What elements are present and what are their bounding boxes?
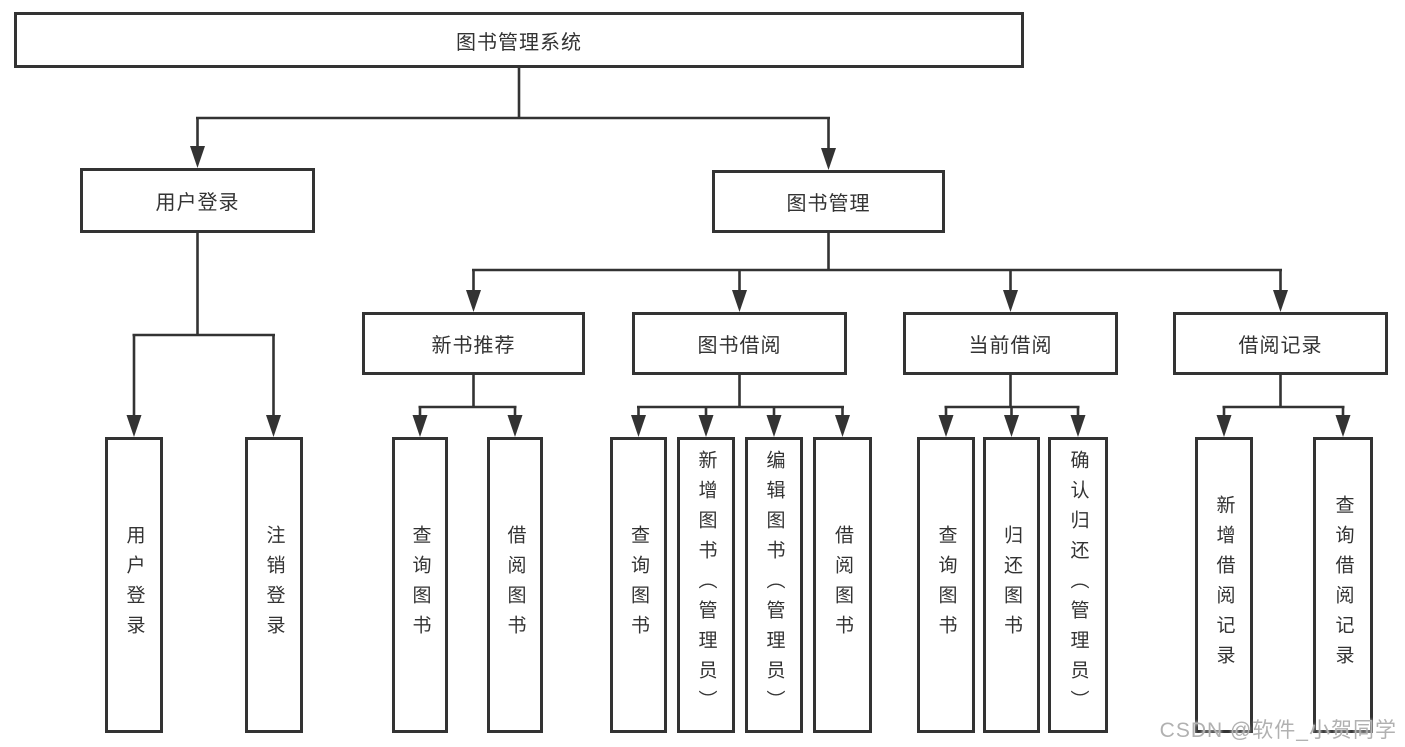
leaf-query-books-borrow: 查询图书 [610,437,667,733]
leaf-edit-books-admin: 编辑图书（管理员） [745,437,803,733]
node-borrow-records-label: 借阅记录 [1238,335,1323,357]
leaf-query-books-recommend: 查询图书 [392,437,448,733]
node-book-borrow-label: 图书借阅 [697,335,782,357]
leaf-logout-label: 注销登录 [263,525,285,645]
csdn-watermark: CSDN @软件_小贺同学 [1159,719,1397,742]
node-root-label: 图书管理系统 [456,31,582,54]
leaf-return-books-label: 归还图书 [1001,525,1022,645]
leaf-user-login-label: 用户登录 [123,525,145,645]
node-root: 图书管理系统 [14,12,1024,68]
leaf-query-borrow-record: 查询借阅记录 [1313,437,1373,733]
node-user-login: 用户登录 [80,168,315,233]
leaf-user-login: 用户登录 [105,437,163,733]
leaf-add-books-admin-label: 新增图书（管理员） [695,450,717,720]
leaf-add-books-admin: 新增图书（管理员） [677,437,735,733]
node-book-management-label: 图书管理 [786,193,871,215]
leaf-add-borrow-record-label: 新增借阅记录 [1213,495,1235,675]
leaf-borrow-books-label: 借阅图书 [832,525,853,645]
node-current-borrow: 当前借阅 [903,312,1118,375]
node-borrow-records: 借阅记录 [1173,312,1388,375]
leaf-add-borrow-record: 新增借阅记录 [1195,437,1253,733]
leaf-query-borrow-record-label: 查询借阅记录 [1332,495,1354,675]
node-book-borrow: 图书借阅 [632,312,847,375]
leaf-edit-books-admin-label: 编辑图书（管理员） [763,450,785,720]
leaf-borrow-books-recommend: 借阅图书 [487,437,543,733]
node-new-book-recommend-label: 新书推荐 [431,335,516,357]
leaf-query-books-borrow-label: 查询图书 [628,525,649,645]
leaf-logout: 注销登录 [245,437,303,733]
leaf-confirm-return-admin-label: 确认归还（管理员） [1067,450,1089,720]
node-user-login-label: 用户登录 [155,192,240,214]
leaf-borrow-books: 借阅图书 [813,437,872,733]
leaf-borrow-books-recommend-label: 借阅图书 [504,525,526,645]
leaf-query-books-current-label: 查询图书 [935,525,957,645]
leaf-return-books: 归还图书 [983,437,1040,733]
leaf-confirm-return-admin: 确认归还（管理员） [1048,437,1108,733]
node-book-management: 图书管理 [712,170,945,233]
node-current-borrow-label: 当前借阅 [968,335,1053,357]
leaf-query-books-current: 查询图书 [917,437,975,733]
node-new-book-recommend: 新书推荐 [362,312,585,375]
leaf-query-books-recommend-label: 查询图书 [409,525,431,645]
